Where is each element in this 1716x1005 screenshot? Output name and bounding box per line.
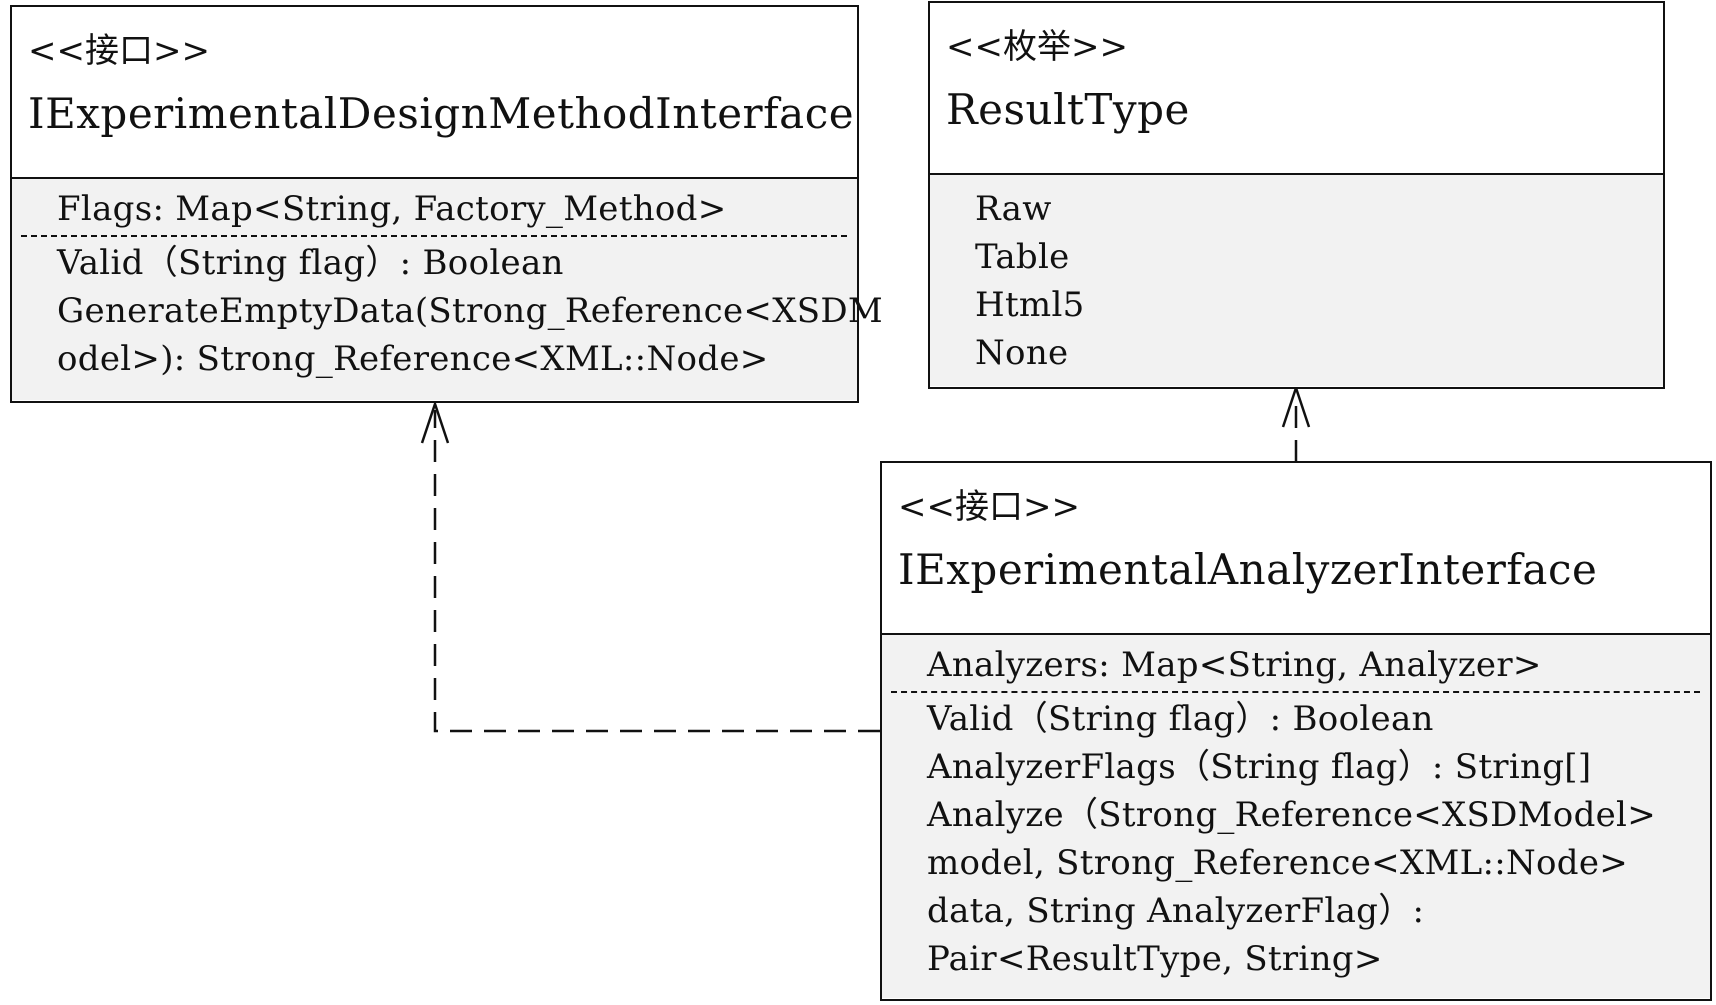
resulttype-header: <<枚举>> ResultType — [930, 3, 1663, 175]
resulttype-stereotype: <<枚举>> — [946, 27, 1128, 67]
resulttype-value: Raw — [975, 189, 1052, 229]
design-interface-method: odel>): Strong_Reference<XML::Node> — [57, 339, 769, 379]
analyzer-interface-method: Valid（String flag）: Boolean — [927, 699, 1434, 739]
resulttype-body: Raw Table Html5 None — [930, 175, 1663, 386]
analyzer-interface-method: data, String AnalyzerFlag）: — [927, 891, 1425, 931]
design-interface-body: Flags: Map<String, Factory_Method> Valid… — [12, 179, 883, 400]
design-interface-name: IExperimentalDesignMethodInterface — [28, 89, 855, 138]
analyzer-interface-method: model, Strong_Reference<XML::Node> — [927, 843, 1629, 883]
analyzer-interface-box: <<接口>> IExperimentalAnalyzerInterface An… — [880, 461, 1712, 1001]
arrowhead-design — [420, 400, 450, 444]
analyzer-interface-name: IExperimentalAnalyzerInterface — [898, 545, 1598, 594]
analyzer-interface-body: Analyzers: Map<String, Analyzer> Valid（S… — [882, 635, 1710, 998]
analyzer-interface-attribute: Analyzers: Map<String, Analyzer> — [927, 645, 1542, 685]
design-interface-method: GenerateEmptyData(Strong_Reference<XSDM — [57, 291, 883, 331]
analyzer-interface-method: Analyze（Strong_Reference<XSDModel> — [927, 795, 1657, 835]
analyzer-interface-method: AnalyzerFlags（String flag）: String[] — [927, 747, 1592, 787]
resulttype-enum-box: <<枚举>> ResultType Raw Table Html5 None — [928, 1, 1665, 389]
design-interface-separator — [21, 235, 847, 237]
dependency-line-design — [433, 410, 880, 733]
analyzer-interface-header: <<接口>> IExperimentalAnalyzerInterface — [882, 463, 1710, 635]
design-interface-stereotype: <<接口>> — [28, 31, 210, 71]
analyzer-interface-separator — [891, 691, 1700, 693]
design-interface-method: Valid（String flag）: Boolean — [57, 243, 564, 283]
resulttype-value: Html5 — [975, 285, 1085, 325]
analyzer-interface-method: Pair<ResultType, String> — [927, 939, 1383, 979]
design-interface-box: <<接口>> IExperimentalDesignMethodInterfac… — [10, 5, 883, 403]
resulttype-value: None — [975, 333, 1069, 373]
analyzer-interface-stereotype: <<接口>> — [898, 487, 1080, 527]
resulttype-name: ResultType — [946, 85, 1190, 134]
design-interface-header: <<接口>> IExperimentalDesignMethodInterfac… — [12, 7, 857, 179]
resulttype-value: Table — [975, 237, 1070, 277]
design-interface-attribute: Flags: Map<String, Factory_Method> — [57, 189, 727, 229]
